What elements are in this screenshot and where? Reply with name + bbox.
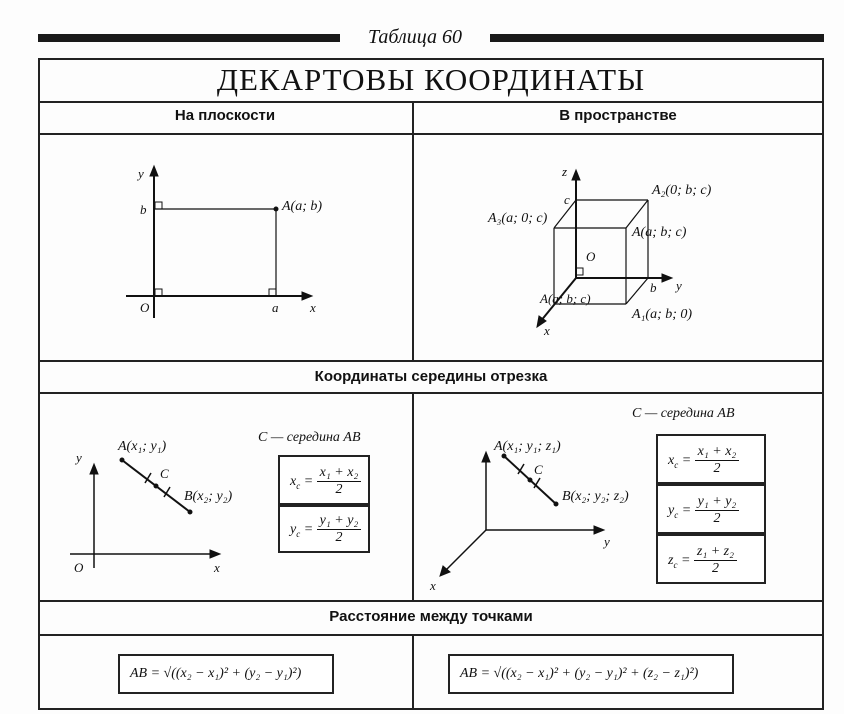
space-figure — [536, 168, 674, 329]
space-point-a3: A₃(a; 0; c) — [487, 211, 548, 226]
mid-space-figure — [439, 450, 606, 577]
mid-plane-y-arrow — [89, 462, 99, 475]
section-distance: Расстояние между точками — [329, 608, 533, 625]
mid-space-y-label: y — [602, 534, 610, 549]
distance-formula-space: AB = √((x₂ − x₁)² + (y₂ − y₁)² + (z₂ − z… — [460, 666, 699, 681]
plane-right-angle — [154, 201, 163, 210]
plane-x-label: x — [309, 300, 316, 315]
plane-point-a — [273, 206, 279, 212]
mid-plane-tick — [163, 486, 171, 498]
distance-box-space: AB = √((x₂ − x₁)² + (y₂ − y₁)² + (z₂ − z… — [448, 654, 734, 694]
plane-right-angle — [268, 288, 277, 297]
divider — [38, 634, 824, 636]
divider — [38, 600, 824, 602]
mid-space-c-label: C — [534, 462, 543, 477]
plane-b-label: b — [140, 202, 147, 217]
space-point-a2: A₂(0; b; c) — [651, 183, 712, 198]
mid-plane-c-label: C — [160, 466, 169, 481]
plane-x-arrow — [301, 291, 314, 301]
space-z-label: z — [561, 164, 567, 179]
plane-y-label: y — [136, 166, 144, 181]
plane-right-angle — [154, 288, 163, 297]
mid-space-a-label: A(x₁; y₁; z₁) — [493, 439, 561, 454]
space-y-arrow — [661, 273, 674, 283]
divider — [38, 360, 824, 362]
divider — [412, 392, 414, 600]
divider — [38, 133, 824, 135]
mid-space-caption: C — середина AB — [632, 406, 735, 421]
space-o-label: O — [586, 249, 596, 264]
space-c-label: c — [564, 192, 570, 207]
mid-space-b-label: B(x₂; y₂; z₂) — [562, 489, 629, 504]
section-midpoint: Координаты середины отрезка — [314, 368, 548, 385]
plane-point-label: A(a; b) — [281, 199, 322, 214]
divider — [38, 392, 824, 394]
divider — [412, 634, 414, 710]
space-point-a: A(a; b; c) — [631, 225, 687, 240]
space-x-axis — [539, 277, 577, 323]
plane-a-label: a — [272, 300, 279, 315]
section-plane: На плоскости — [174, 107, 276, 124]
plane-figure — [126, 164, 314, 318]
page-title: ДЕКАРТОВЫ КООРДИНАТЫ — [216, 62, 646, 97]
distance-formula-plane: AB = √((x₂ − x₁)² + (y₂ − y₁)²) — [130, 666, 302, 681]
mid-plane-b-label: B(x₂; y₂) — [184, 489, 233, 504]
table-label: Таблица 60 — [340, 24, 490, 50]
plane-o-label: O — [140, 300, 150, 315]
plane-y-arrow — [149, 164, 159, 177]
space-right-angle — [575, 267, 584, 276]
space-z-arrow — [571, 168, 581, 181]
divider — [38, 101, 824, 103]
space-a-label: A(a; b; c) — [539, 291, 591, 306]
mid-plane-tick — [144, 472, 152, 484]
mid-plane-x-label: x — [213, 560, 220, 575]
space-x-label: x — [543, 323, 550, 338]
space-point-a1: A₁(a; b; 0) — [631, 307, 692, 322]
mid-plane-o-label: O — [74, 560, 84, 575]
mid-plane-caption: C — середина AB — [258, 430, 361, 445]
mid-plane-figure — [70, 457, 222, 568]
table-frame — [38, 58, 824, 710]
mid-plane-x-arrow — [209, 549, 222, 559]
space-box — [553, 199, 649, 305]
mid-space-x-label: x — [429, 578, 436, 593]
space-y-label: y — [674, 278, 682, 293]
section-space: В пространстве — [559, 107, 677, 124]
mid-space-x-axis — [443, 529, 487, 573]
mid-plane-a-label: A(x₁; y₁) — [117, 439, 167, 454]
distance-box-plane: AB = √((x₂ − x₁)² + (y₂ − y₁)²) — [118, 654, 334, 694]
space-b-label: b — [650, 280, 657, 295]
mid-plane-y-label: y — [74, 450, 82, 465]
divider — [412, 101, 414, 360]
space-x-arrow — [536, 315, 547, 329]
